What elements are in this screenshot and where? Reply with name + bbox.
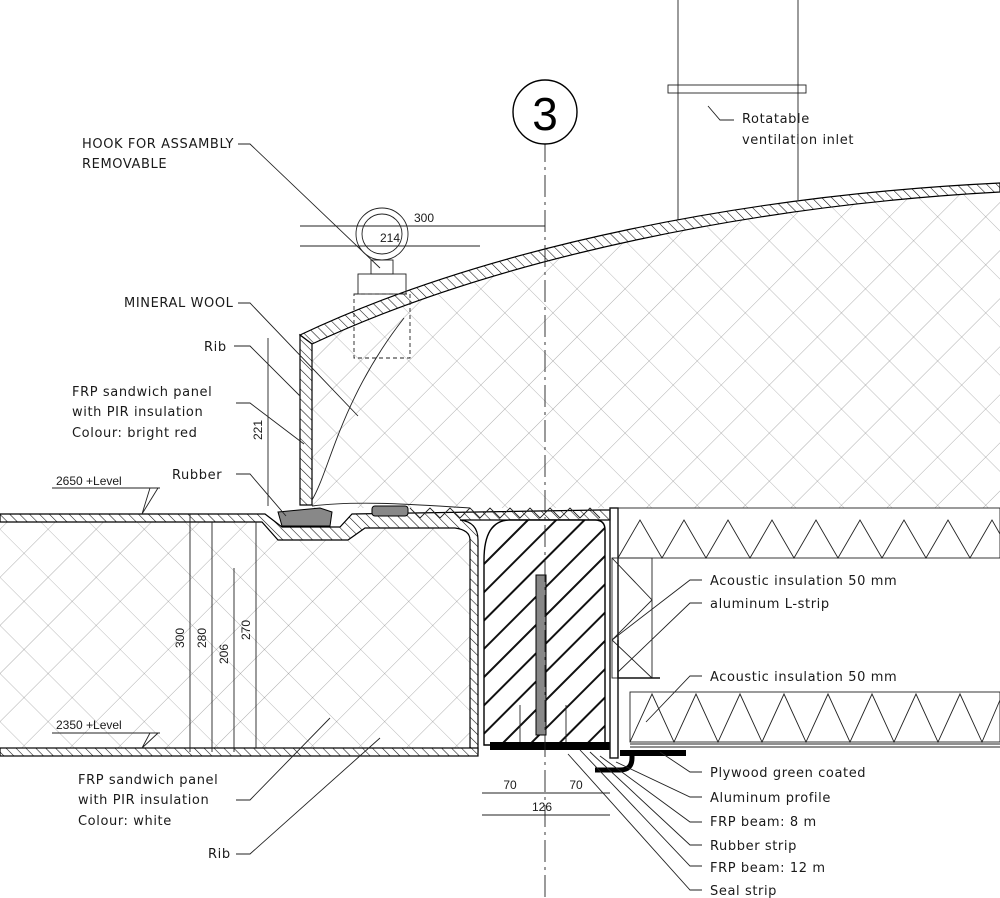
section-marker-circle	[512, 79, 578, 145]
lower-panel-bottom-skin	[0, 747, 479, 757]
section-marker: 3	[532, 88, 558, 140]
dim-280: 280	[195, 628, 209, 648]
level-markers	[52, 487, 160, 749]
level-top: 2650 +Level	[56, 474, 122, 488]
label-frp-red-3: Colour: bright red	[72, 426, 198, 441]
right-floor	[595, 507, 1000, 773]
label-rubber: Rubber	[172, 468, 222, 483]
lower-panel-insulation	[0, 522, 470, 748]
level-bottom: 2350 +Level	[56, 718, 122, 732]
dome-skin	[298, 182, 1000, 345]
label-rib-top: Rib	[204, 340, 227, 355]
dim-300: 300	[173, 628, 187, 648]
dome-insulation	[312, 188, 1000, 508]
frp-beam	[483, 507, 619, 759]
leader-lines	[234, 105, 734, 891]
dim-70-right: 70	[569, 778, 583, 792]
rubber-seal	[277, 507, 333, 527]
label-plywood: Plywood green coated	[710, 766, 866, 781]
dim-70-left: 70	[503, 778, 517, 792]
label-alu-profile: Aluminum profile	[710, 791, 831, 806]
label-acoustic-2: Acoustic insulation 50 mm	[710, 670, 897, 685]
dim-126: 126	[532, 800, 552, 814]
dim-270: 270	[239, 620, 253, 640]
rubber-pad	[371, 505, 409, 517]
label-frp-white-2: with PIR insulation	[78, 793, 209, 808]
dim-214: 214	[380, 231, 400, 245]
label-frp-red-1: FRP sandwich panel	[72, 385, 212, 400]
label-frp-red-2: with PIR insulation	[72, 405, 203, 420]
dome-edge	[299, 333, 313, 506]
ventilation-stack	[667, 0, 807, 222]
dimension-lines	[189, 225, 610, 816]
label-frp-white-1: FRP sandwich panel	[78, 773, 218, 788]
label-rubber-strip: Rubber strip	[710, 839, 797, 854]
label-hook-1: HOOK FOR ASSAMBLY	[82, 137, 234, 152]
label-seal-strip: Seal strip	[710, 884, 777, 898]
assembly-hook	[353, 207, 411, 359]
label-frp-white-3: Colour: white	[78, 814, 172, 829]
label-frp-beam-12: FRP beam: 12 m	[710, 861, 826, 876]
label-hook-2: REMOVABLE	[82, 157, 167, 172]
label-rib-bottom: Rib	[208, 847, 231, 862]
label-mineral-wool: MINERAL WOOL	[124, 296, 234, 311]
dim-206: 206	[217, 644, 231, 664]
label-ventilation-2: ventilation inlet	[742, 133, 854, 148]
label-ventilation-1: Rotatable	[742, 112, 810, 127]
label-alu-lstrip: aluminum L-strip	[710, 597, 830, 612]
dim-300-top: 300	[414, 211, 434, 225]
label-frp-beam-8: FRP beam: 8 m	[710, 815, 817, 830]
label-acoustic-1: Acoustic insulation 50 mm	[710, 574, 897, 589]
dim-221: 221	[251, 420, 265, 440]
